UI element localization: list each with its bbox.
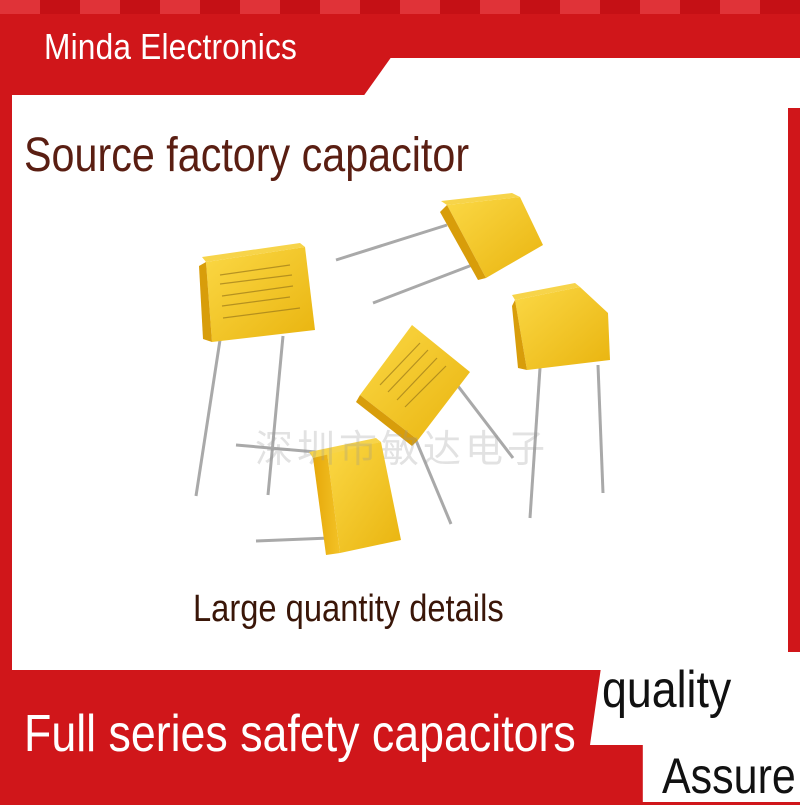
capacitor-2 <box>194 243 315 497</box>
assure-label: Assure <box>662 748 796 804</box>
details-caption: Large quantity details <box>193 588 504 630</box>
capacitor-5 <box>235 438 401 555</box>
capacitor-4 <box>356 325 515 525</box>
quality-label: quality <box>602 661 732 719</box>
header-wedge <box>355 58 800 108</box>
top-stripe <box>0 0 800 14</box>
bottom-tagline: Full series safety capacitors <box>24 705 576 763</box>
capacitor-1 <box>335 193 543 305</box>
photo-watermark: 深圳市敏达电子 <box>255 427 550 471</box>
capacitor-3 <box>512 283 610 519</box>
headline: Source factory capacitor <box>24 129 470 182</box>
brand-name: Minda Electronics <box>44 26 298 67</box>
